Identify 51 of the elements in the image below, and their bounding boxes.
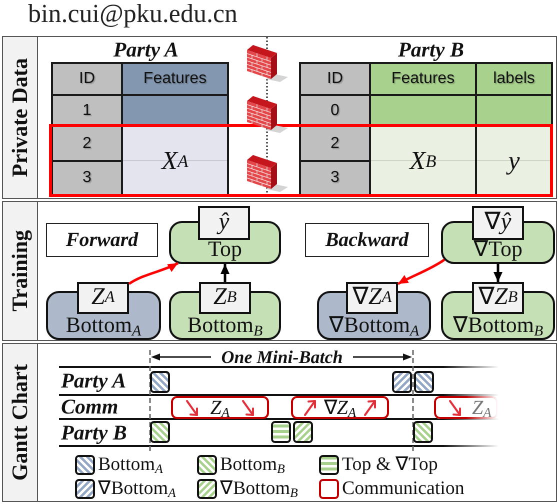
transfer-label: Z$_{A}$ bbox=[210, 398, 230, 418]
panel-title: Private Data bbox=[8, 58, 32, 178]
table-cell: 1 bbox=[53, 96, 121, 125]
arrow bbox=[128, 262, 179, 285]
communication-box bbox=[171, 396, 269, 419]
table-cell: 3 bbox=[53, 162, 121, 194]
arrow bbox=[397, 258, 446, 286]
table-cell: y bbox=[477, 127, 551, 194]
legend-label: Top & ∇Top bbox=[342, 454, 438, 476]
value-box: ∇ŷ bbox=[472, 206, 524, 240]
phase-label: Forward bbox=[46, 223, 158, 257]
legend-label: ∇Bottom$_{B}$ bbox=[220, 478, 298, 500]
legend-label: Communication bbox=[342, 478, 464, 500]
table-cell: 2 bbox=[301, 127, 369, 160]
row-label: Party A bbox=[61, 370, 126, 392]
block-label: Top bbox=[208, 239, 242, 259]
panel-title: Training bbox=[8, 230, 32, 312]
block-label: ∇Bottom$_{A}$ bbox=[328, 315, 420, 335]
table-cell: 2 bbox=[53, 127, 121, 160]
communication-box bbox=[434, 396, 498, 419]
transfer-label: ∇Z$_{A}$ bbox=[324, 398, 356, 418]
table-cell: 3 bbox=[301, 162, 369, 194]
transfer-label: Z$_{A}$ bbox=[472, 398, 492, 418]
row-label: Party B bbox=[61, 422, 127, 444]
email-address: bin.cui@pku.edu.cn bbox=[28, 0, 238, 28]
block-label: ∇Bottom$_{B}$ bbox=[452, 315, 544, 335]
table-header-cell: Features bbox=[371, 64, 475, 94]
party-heading: Party B bbox=[398, 38, 464, 62]
legend-label: Bottom$_{B}$ bbox=[220, 454, 285, 476]
panel bbox=[2, 36, 557, 199]
table-header-cell: ID bbox=[301, 64, 369, 94]
dimension-label: One Mini-Batch bbox=[221, 347, 343, 367]
panel bbox=[2, 201, 557, 341]
row-label: Comm bbox=[61, 396, 118, 418]
block-label: Bottom$_{A}$ bbox=[66, 315, 142, 335]
value-box: ŷ bbox=[198, 206, 250, 240]
legend-label: ∇Bottom$_{A}$ bbox=[98, 478, 176, 500]
block-label: ∇Top bbox=[474, 239, 522, 259]
party-heading: Party A bbox=[113, 38, 179, 62]
arrow bbox=[494, 264, 502, 282]
table-cell: 0 bbox=[301, 96, 369, 125]
legend-label: Bottom$_{A}$ bbox=[98, 454, 163, 476]
block-label: Bottom$_{B}$ bbox=[187, 315, 263, 335]
panel-title: Gantt Chart bbox=[8, 364, 32, 481]
table-header-cell: Features bbox=[123, 64, 227, 94]
phase-label: Backward bbox=[305, 223, 429, 257]
panel bbox=[2, 343, 557, 502]
table-header-cell: ID bbox=[53, 64, 121, 94]
arrow bbox=[220, 264, 230, 282]
table-header-cell: labels bbox=[477, 64, 551, 94]
communication-box bbox=[291, 396, 389, 419]
